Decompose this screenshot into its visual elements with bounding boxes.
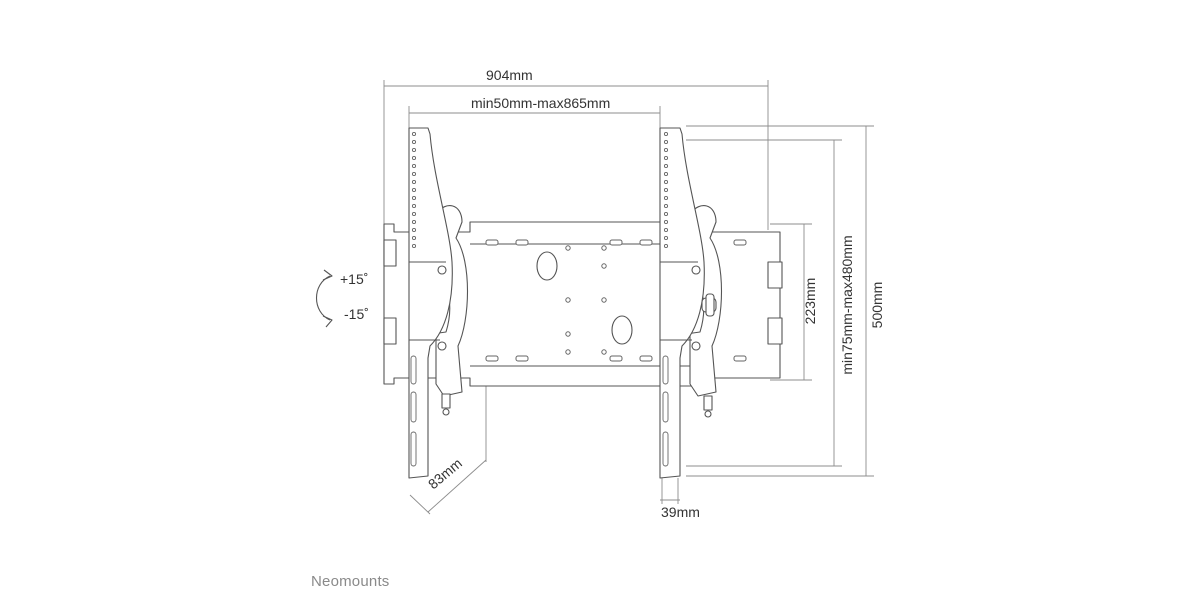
plate-tab	[383, 317, 397, 345]
plate-hole-large	[536, 251, 558, 281]
right-vertical-strip	[659, 127, 705, 479]
label-tilt-down: -15˚	[344, 306, 369, 322]
brand-logo-text: Neomounts	[311, 573, 390, 590]
label-arm-depth: 39mm	[661, 504, 700, 520]
plate-tab	[767, 261, 783, 289]
right-lock-knob	[704, 410, 712, 418]
left-strip-holes	[410, 131, 417, 467]
left-lock-bolt	[441, 393, 451, 409]
dim-line-wall-distance	[427, 459, 487, 513]
label-wall-plate-height: 223mm	[802, 277, 818, 325]
left-vertical-strip	[408, 127, 453, 479]
label-arm-spacing: min50mm-max865mm	[471, 95, 611, 111]
right-arm	[659, 127, 722, 479]
plate-tab	[383, 239, 397, 267]
right-strip-holes	[662, 131, 669, 467]
plate-hole-large	[611, 315, 633, 345]
plate-tab	[767, 317, 783, 345]
label-overall-width: 904mm	[486, 67, 533, 83]
label-overall-height: 500mm	[869, 281, 885, 329]
left-lock-knob	[442, 408, 450, 416]
dimension-lines	[383, 80, 874, 515]
label-vesa-range: min75mm-max480mm	[839, 235, 855, 375]
tilt-arrow-icon	[316, 269, 333, 328]
label-tilt-up: +15˚	[340, 271, 369, 287]
plate-slots	[485, 239, 747, 362]
right-lock-bolt	[703, 395, 713, 411]
left-arm	[408, 127, 468, 479]
